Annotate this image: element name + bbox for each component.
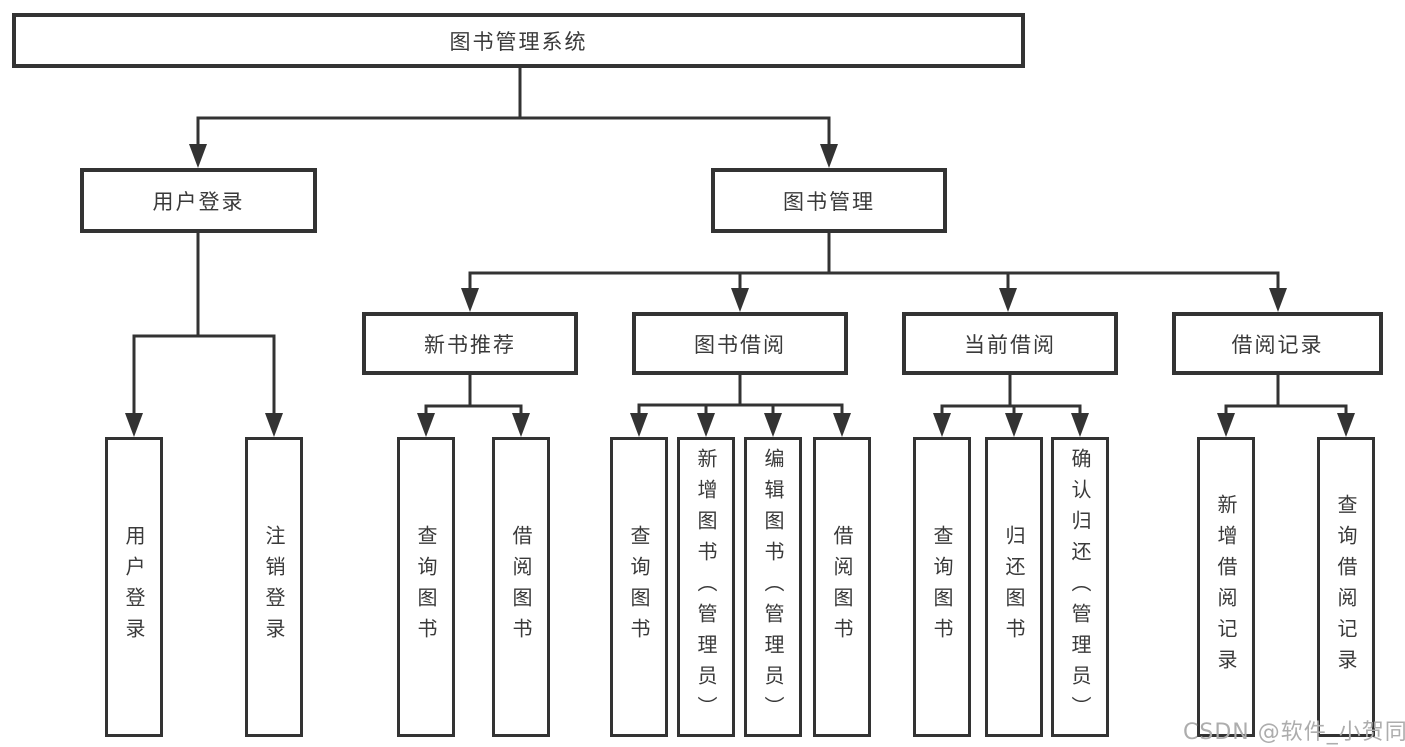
node-records-add-record: 新增借阅记录 (1197, 437, 1255, 737)
node-records-query-record: 查询借阅记录 (1317, 437, 1375, 737)
node-label: 借阅图书 (509, 525, 533, 649)
node-new-book-recommend: 新书推荐 (362, 312, 578, 375)
node-label: 查询图书 (627, 525, 651, 649)
node-current-return-books: 归还图书 (985, 437, 1043, 737)
node-borrowing-records: 借阅记录 (1172, 312, 1383, 375)
node-label: 查询图书 (930, 525, 954, 649)
node-borrowing-edit-books-admin: 编辑图书（管理员） (744, 437, 802, 737)
node-user-login-leaf: 用户登录 (105, 437, 163, 737)
node-label: 借阅图书 (830, 525, 854, 649)
node-label: 图书借阅 (694, 332, 786, 357)
node-label: 用户登录 (122, 525, 146, 649)
node-label: 确认归还（管理员） (1068, 447, 1092, 727)
node-recommend-query-books: 查询图书 (397, 437, 455, 737)
node-current-confirm-return-admin: 确认归还（管理员） (1051, 437, 1109, 737)
node-label: 新增图书（管理员） (694, 447, 718, 727)
node-label: 新增借阅记录 (1214, 494, 1238, 680)
node-logout: 注销登录 (245, 437, 303, 737)
node-book-management: 图书管理 (711, 168, 947, 233)
csdn-watermark: CSDN @软件_小贺同学 (1183, 720, 1405, 745)
node-borrowing-add-books-admin: 新增图书（管理员） (677, 437, 735, 737)
node-label: 归还图书 (1002, 525, 1026, 649)
node-borrowing-query-books: 查询图书 (610, 437, 668, 737)
node-current-query-books: 查询图书 (913, 437, 971, 737)
node-book-borrowing: 图书借阅 (632, 312, 848, 375)
node-label: 用户登录 (152, 189, 245, 214)
node-label: 图书管理系统 (449, 29, 588, 54)
node-label: 当前借阅 (964, 332, 1056, 357)
node-current-borrowing: 当前借阅 (902, 312, 1118, 375)
node-label: 新书推荐 (424, 332, 516, 357)
node-label: 注销登录 (262, 525, 286, 649)
node-user-login: 用户登录 (80, 168, 317, 233)
node-label: 借阅记录 (1231, 332, 1324, 357)
node-label: 编辑图书（管理员） (761, 447, 785, 727)
node-label: 查询借阅记录 (1334, 494, 1358, 680)
node-recommend-borrow-books: 借阅图书 (492, 437, 550, 737)
node-borrowing-borrow-books: 借阅图书 (813, 437, 871, 737)
node-library-management-system: 图书管理系统 (12, 13, 1025, 68)
node-label: 查询图书 (414, 525, 438, 649)
node-label: 图书管理 (783, 189, 875, 214)
